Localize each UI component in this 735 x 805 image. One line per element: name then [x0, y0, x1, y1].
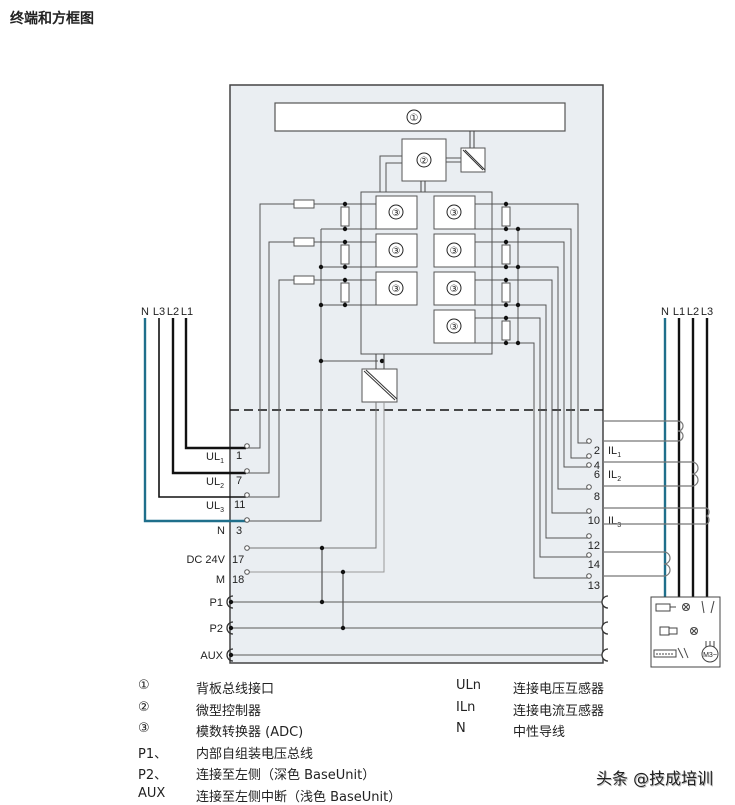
terminal-number: 4: [594, 460, 600, 472]
badge-3: ③: [450, 246, 459, 257]
terminal-ul1-label: UL1: [206, 451, 224, 465]
legend-key: ①: [138, 678, 150, 693]
adc-group: [360, 191, 493, 355]
legend-key: N: [456, 721, 466, 736]
current-terminal: 13: [586, 573, 600, 592]
legend-description: 连接电压互感器: [513, 682, 605, 697]
current-terminal: 4: [586, 453, 600, 472]
legend-key: P2、: [138, 768, 168, 783]
terminal-number: 10: [588, 515, 600, 527]
supply-label: N: [661, 306, 669, 318]
terminal-number: 3: [236, 525, 242, 537]
current-terminal: 8: [586, 484, 600, 503]
terminal-number: 11: [234, 499, 245, 511]
supply-label: L3: [701, 306, 713, 318]
badge-3: ③: [392, 284, 401, 295]
terminal-number: 12: [588, 540, 600, 552]
legend-description: 模数转换器 (ADC): [196, 725, 304, 740]
backplane-interface-box: [274, 102, 566, 132]
bus-p1-label: P1: [210, 597, 223, 609]
adc-box: ③: [433, 195, 476, 230]
terminal-number: 14: [588, 559, 600, 571]
bus-aux-label: AUX: [200, 650, 223, 662]
supply-label: L2: [167, 306, 179, 318]
terminal-number: 13: [588, 580, 600, 592]
badge-3: ③: [450, 208, 459, 219]
supply-label: L1: [673, 306, 685, 318]
terminal-number: 8: [594, 491, 600, 503]
adc-box: ③: [433, 233, 476, 268]
supply-label: L3: [153, 306, 165, 318]
terminal-dc24v-label: DC 24V: [186, 554, 225, 566]
legend-key: ILn: [456, 699, 476, 715]
watermark: 头条 @技成培训: [596, 769, 714, 788]
supply-label: N: [141, 306, 149, 318]
adc-box: ③: [433, 309, 476, 344]
legend-description: 连接至左侧（深色 BaseUnit）: [196, 768, 376, 783]
current-label: IL1: [608, 445, 621, 459]
adc-box: ③: [433, 271, 476, 306]
right-supply-labels: N L1 L2 L3: [661, 306, 713, 318]
supply-label: L1: [181, 306, 193, 318]
badge-3: ③: [450, 322, 459, 333]
terminal-ul2-label: UL2: [206, 476, 224, 490]
module-housing: [229, 84, 604, 664]
terminal-ul3-label: UL3: [206, 500, 224, 514]
badge-1: ①: [410, 113, 419, 124]
microcontroller-box: [401, 138, 447, 182]
load-symbols-box: M3~: [650, 596, 721, 668]
badge-3: ③: [450, 284, 459, 295]
current-terminal: 12: [586, 533, 600, 552]
current-terminal: 6 IL2: [586, 462, 621, 483]
adc-box: ③: [375, 195, 418, 230]
terminal-n-label: N: [217, 525, 225, 537]
current-terminal: 14: [586, 552, 600, 571]
page-title: 终端和方框图: [10, 11, 94, 27]
badge-3: ③: [392, 246, 401, 257]
legend-description: 背板总线接口: [196, 682, 275, 697]
terminal-number: 1: [236, 450, 242, 462]
terminal-number: 6: [594, 469, 600, 481]
current-label: IL2: [608, 469, 621, 483]
adc-boxes: ③ ③ ③ ③ ③ ③ ③: [375, 195, 476, 344]
current-label: IL3: [608, 515, 621, 529]
legend-description: 中性导线: [513, 725, 566, 740]
supply-label: L2: [687, 306, 699, 318]
legend-description: 内部自组装电压总线: [196, 746, 314, 762]
adc-box: ③: [375, 233, 418, 268]
terminal-number: 17: [232, 554, 244, 566]
terminal-number: 18: [232, 574, 244, 586]
badge-3: ③: [392, 208, 401, 219]
terminal-number: 2: [594, 445, 600, 457]
legend-key: ULn: [456, 678, 481, 693]
legend-description: 连接电流互感器: [513, 703, 605, 719]
backplane-number-badge: ①: [406, 109, 422, 125]
legend-description: 连接至左侧中断（浅色 BaseUnit）: [196, 789, 402, 805]
legend-key: P1、: [138, 746, 168, 762]
legend-key: AUX: [138, 785, 166, 801]
legend-description: 微型控制器: [196, 703, 262, 719]
motor-label: M3~: [703, 652, 717, 659]
badge-2: ②: [420, 156, 429, 167]
left-supply-labels: N L3 L2 L1: [141, 306, 193, 318]
current-terminal: 2 IL1: [586, 438, 621, 459]
bus-p2-label: P2: [210, 623, 223, 635]
terminal-number: 7: [236, 475, 242, 487]
terminal-m-label: M: [216, 574, 225, 586]
legend-key: ②: [138, 699, 150, 715]
legend-key: ③: [138, 721, 150, 736]
adc-box: ③: [375, 271, 418, 306]
current-terminal: 10 IL3: [586, 508, 621, 529]
